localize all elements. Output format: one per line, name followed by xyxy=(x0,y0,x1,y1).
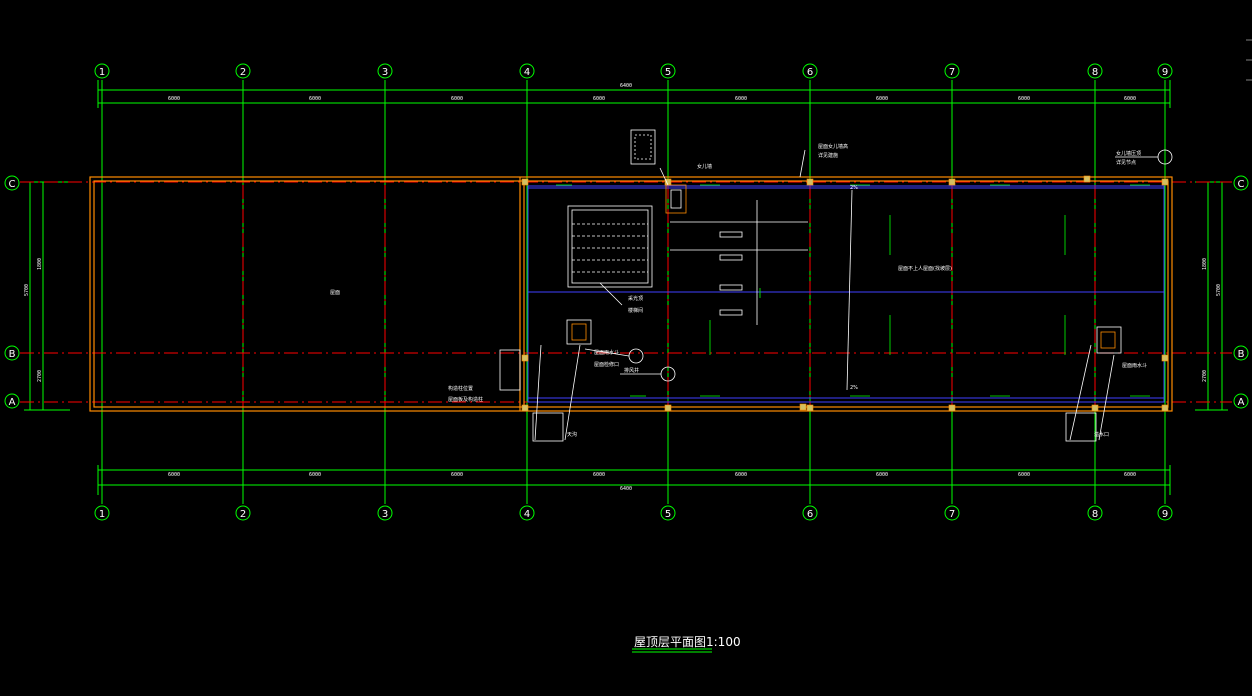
columns xyxy=(521,175,1169,412)
axis-label-9-bottom: 9 xyxy=(1162,509,1168,520)
bay-dim-b2: 6000 xyxy=(309,472,321,478)
bay-dim-3: 6000 xyxy=(451,96,463,102)
axis-labels-top: 1 2 3 4 5 6 7 8 9 xyxy=(99,67,1168,78)
note-right-1: 女儿墙压顶 xyxy=(1116,150,1141,157)
note-vent: 排风井 xyxy=(624,367,639,374)
note-parapet: 女儿墙 xyxy=(697,163,712,170)
note-top-1: 屋面女儿墙高 xyxy=(818,143,848,150)
drawing-title: 屋顶层平面图1:100 xyxy=(634,635,741,649)
axis-label-7-top: 7 xyxy=(949,67,955,78)
note-left-1: 构造柱位置 xyxy=(448,385,473,392)
overall-dim-bottom: 6400 xyxy=(620,486,632,492)
bottom-dim-labels: 6400 6000 6000 6000 6000 6000 6000 6000 … xyxy=(168,472,1136,492)
note-slope-a: 2% xyxy=(850,185,858,191)
axis-label-2-top: 2 xyxy=(240,67,246,78)
note-drain-left: 屋面雨水斗 xyxy=(594,349,619,356)
outer-walls xyxy=(89,176,1173,412)
axis-label-3-top: 3 xyxy=(382,67,388,78)
room-label: 屋面 xyxy=(330,290,340,296)
side-dim-cb-right: 1800 xyxy=(1202,258,1208,270)
side-dim-labels: 5700 1800 2700 5700 1800 2700 xyxy=(24,258,1222,382)
axis-label-9-top: 9 xyxy=(1162,67,1168,78)
axis-label-a-left: A xyxy=(9,397,16,408)
drawing-title-block: 屋顶层平面图1:100 xyxy=(632,635,741,653)
axis-label-5-bottom: 5 xyxy=(665,509,671,520)
side-dim-ba-right: 2700 xyxy=(1202,370,1208,382)
bay-dim-b4: 6000 xyxy=(593,472,605,478)
bay-dim-b7: 6000 xyxy=(1018,472,1030,478)
axis-label-5-top: 5 xyxy=(665,67,671,78)
axis-bubbles-top xyxy=(94,63,1173,79)
bay-dim-b1: 6000 xyxy=(168,472,180,478)
bay-dim-8: 6000 xyxy=(1124,96,1136,102)
bay-dim-6: 6000 xyxy=(876,96,888,102)
axis-bubbles-left xyxy=(4,175,20,409)
note-drain-right: 屋面雨水斗 xyxy=(1122,362,1147,369)
drawing-notes: 屋面 采光顶 楼梯间 屋面不上人屋面(找坡层) 屋面雨水斗 屋面检修口 排风井 … xyxy=(330,143,1147,438)
axis-label-4-top: 4 xyxy=(524,67,530,78)
axis-label-2-bottom: 2 xyxy=(240,509,246,520)
roof-hatches xyxy=(499,129,1122,442)
skylight-block xyxy=(567,205,653,306)
axis-bubbles-right xyxy=(1233,175,1249,409)
axis-labels-bottom: 1 2 3 4 5 6 7 8 9 xyxy=(99,509,1168,520)
top-dim-labels: 6400 6000 6000 6000 6000 6000 6000 6000 … xyxy=(168,83,1136,102)
axis-label-c-right: C xyxy=(1238,179,1245,190)
note-roof-hatch: 屋面检修口 xyxy=(594,361,619,368)
axis-label-1-bottom: 1 xyxy=(99,509,105,520)
bay-dim-5: 6000 xyxy=(735,96,747,102)
axis-label-b-right: B xyxy=(1238,349,1245,360)
axis-label-6-top: 6 xyxy=(807,67,813,78)
note-roof-upper: 屋面不上人屋面(找坡层) xyxy=(898,265,952,272)
roof-blue-lines xyxy=(527,185,1165,403)
axis-label-7-bottom: 7 xyxy=(949,509,955,520)
note-gutter: 天沟 xyxy=(567,431,577,438)
axis-bubbles-bottom xyxy=(94,505,1173,521)
note-top-2: 详见建施 xyxy=(818,152,838,159)
inner-dim-ticks xyxy=(556,184,1150,397)
axis-label-6-bottom: 6 xyxy=(807,509,813,520)
axis-label-3-bottom: 3 xyxy=(382,509,388,520)
axis-label-b-left: B xyxy=(9,349,16,360)
note-left-2: 屋面板及构造柱 xyxy=(448,396,483,403)
axis-labels-right: C B A xyxy=(1238,179,1245,408)
note-stair: 楼梯间 xyxy=(628,307,643,314)
bay-dim-b8: 6000 xyxy=(1124,472,1136,478)
axis-label-c-left: C xyxy=(9,179,16,190)
bay-dim-b6: 6000 xyxy=(876,472,888,478)
bay-dim-b5: 6000 xyxy=(735,472,747,478)
side-dimension-chain xyxy=(24,181,1228,411)
side-dim-overall-right: 5700 xyxy=(1216,284,1222,296)
bay-dim-1: 6000 xyxy=(168,96,180,102)
note-skylight: 采光顶 xyxy=(628,295,643,302)
side-dim-overall-left: 5700 xyxy=(24,284,30,296)
axis-label-8-bottom: 8 xyxy=(1092,509,1098,520)
detail-callouts xyxy=(584,149,1173,382)
viewport-edge-marks xyxy=(1246,39,1252,81)
axis-label-8-top: 8 xyxy=(1092,67,1098,78)
bay-dim-7: 6000 xyxy=(1018,96,1030,102)
note-slope-b: 2% xyxy=(850,385,858,391)
axis-label-4-bottom: 4 xyxy=(524,509,530,520)
bay-dim-b3: 6000 xyxy=(451,472,463,478)
slope-lines xyxy=(534,189,1115,441)
overall-dim-top: 6400 xyxy=(620,83,632,89)
bay-dim-2: 6000 xyxy=(309,96,321,102)
note-scupper: 溢水口 xyxy=(1094,431,1109,438)
top-dimension-chain xyxy=(97,80,1171,495)
bay-dim-4: 6000 xyxy=(593,96,605,102)
axis-label-1-top: 1 xyxy=(99,67,105,78)
axis-labels-left: C B A xyxy=(9,179,16,408)
side-dim-ba-left: 2700 xyxy=(37,370,43,382)
side-dim-cb-left: 1800 xyxy=(37,258,43,270)
axis-label-a-right: A xyxy=(1238,397,1245,408)
note-right-2: 详见节点 xyxy=(1116,159,1136,166)
